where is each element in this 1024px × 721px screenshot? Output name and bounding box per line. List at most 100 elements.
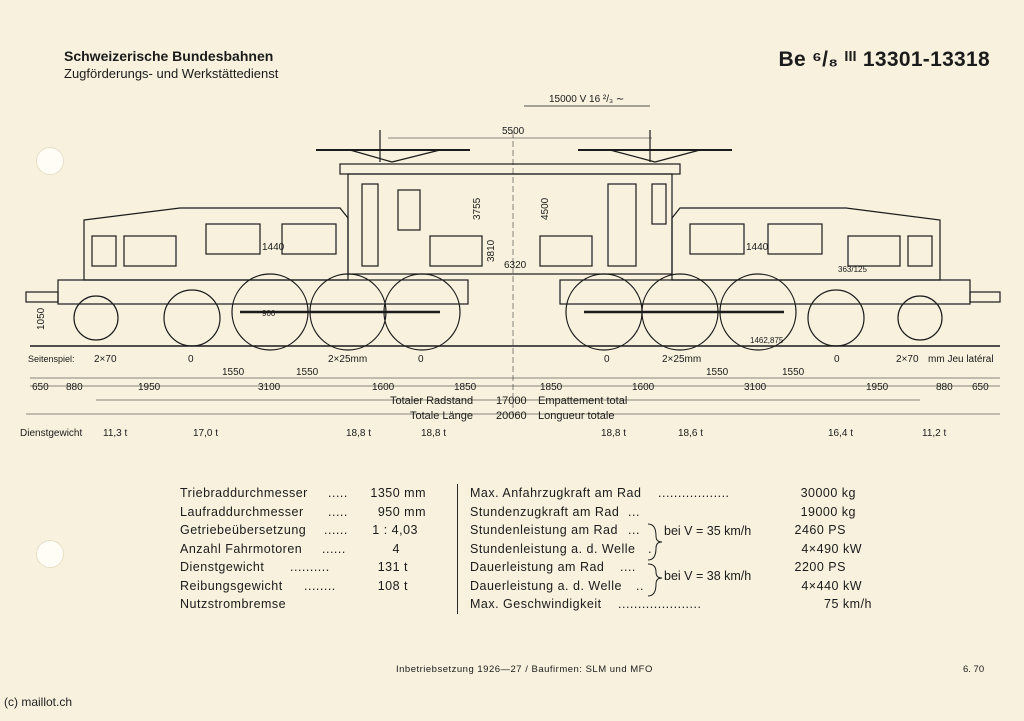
axle-weight-2: 17,0 t [193, 428, 219, 439]
side-play-4: 0 [418, 354, 424, 365]
length-label: Totale Länge [410, 410, 473, 422]
spec-value: 131 t [377, 560, 408, 574]
dim-row2-11: 880 [936, 382, 953, 393]
locomotive-drawing: 15000 V 16 ²/₃ ∼ 5500 3755 4500 3810 632… [25, 94, 1001, 422]
dim-row2-6: 1850 [454, 382, 477, 393]
spec-value: 950 mm [377, 504, 426, 519]
dim-row2-12: 650 [972, 382, 989, 393]
dim-row2-5: 1600 [372, 382, 395, 393]
dim-row2-2: 880 [66, 382, 83, 393]
frame-right [559, 279, 971, 305]
spec-dots: ........ [304, 578, 336, 593]
spec-value: 2460 PS [794, 523, 846, 537]
spec-row: Stundenzugkraft am Rad ... 19000 kg [470, 505, 880, 524]
spec-row: Dienstgewicht .......... 131 t [180, 560, 450, 579]
spec-divider [457, 484, 458, 614]
spec-row: Nutzstrombremse [180, 597, 450, 616]
spec-row: Getriebeübersetzung ...... 1 : 4,03 [180, 523, 450, 542]
spec-label: Dienstgewicht [180, 560, 265, 574]
dim-row2-10: 1950 [866, 382, 889, 393]
spec-row: Stundenleistung am Rad ... 2460 PS [470, 523, 880, 542]
side-play-6: 2×25mm [662, 354, 701, 365]
pantograph-right [578, 130, 732, 163]
dim-row2-7: 1850 [540, 382, 563, 393]
dim-1050: 1050 [36, 307, 47, 330]
spec-value: 75 km/h [824, 597, 872, 611]
spec-dots: ... [628, 523, 640, 537]
spec-table-right: Max. Anfahrzugkraft am Rad .............… [470, 486, 880, 616]
org-name: Schweizerische Bundesbahnen [64, 48, 274, 64]
dim-row2-1: 650 [32, 382, 49, 393]
length-value: 20060 [496, 410, 527, 422]
voltage-label: 15000 V 16 ²/₃ ∼ [549, 94, 624, 105]
dim-1550-a: 1550 [222, 367, 245, 378]
wheel-1 [163, 289, 221, 347]
axle-weight-7: 16,4 t [828, 428, 854, 439]
dim-row2-3: 1950 [138, 382, 161, 393]
dim-3755: 3755 [472, 197, 483, 220]
spec-row: Laufraddurchmesser ..... 950 mm [180, 505, 450, 524]
spec-row: Reibungsgewicht ........ 108 t [180, 579, 450, 598]
dim-1440-right: 1440 [746, 242, 769, 253]
axle-weight-4: 18,8 t [421, 428, 447, 439]
spec-value: 4 [392, 541, 400, 556]
side-play-8: 2×70 [896, 354, 919, 365]
spec-value: 108 t [377, 578, 408, 593]
department-name: Zugförderungs- und Werkstättedienst [64, 66, 279, 81]
dim-row2-8: 1600 [632, 382, 655, 393]
side-play-3: 2×25mm [328, 354, 367, 365]
wheelbase-label: Totaler Radstand [390, 395, 473, 407]
pantograph-left [316, 130, 470, 163]
side-play-5: 0 [604, 354, 610, 365]
spec-row: Dauerleistung a. d. Welle .. 4×440 kW [470, 579, 880, 598]
axle-weight-1: 11,3 t [103, 428, 128, 439]
spec-value: 19000 kg [800, 504, 856, 519]
frame-left [57, 279, 469, 305]
brace-1-text: bei V = 35 km/h [664, 524, 752, 538]
spec-dots: .. [636, 578, 644, 593]
spec-dots: ..... [328, 504, 348, 519]
spec-label: Dauerleistung a. d. Welle [470, 578, 622, 593]
spec-label: Stundenleistung a. d. Welle [470, 541, 636, 556]
spec-dots: .................. [658, 486, 730, 500]
spec-label: Getriebeübersetzung [180, 523, 307, 537]
spec-label: Triebraddurchmesser [180, 486, 308, 500]
wheelbase-value: 17000 [496, 395, 527, 407]
wheel-8 [807, 289, 865, 347]
axle-weight-5: 18,8 t [601, 428, 627, 439]
spec-dots: ..... [328, 486, 348, 500]
date-label: 6. 70 [963, 664, 985, 675]
spec-label: Reibungsgewicht [180, 578, 283, 593]
spec-value: 1350 mm [370, 486, 426, 500]
punch-hole-top [36, 147, 64, 175]
dim-6320: 6320 [504, 260, 527, 271]
spec-dots: ..................... [618, 597, 702, 611]
spec-dots: .... [620, 560, 636, 574]
spec-label: Dauerleistung am Rad [470, 560, 605, 574]
side-play-7: 0 [834, 354, 840, 365]
wheelbase-fr: Empattement total [538, 395, 627, 407]
dim-1550-d: 1550 [782, 367, 805, 378]
spec-label: Nutzstrombremse [180, 597, 287, 611]
spec-dots: . [648, 541, 652, 556]
spec-table-left: Triebraddurchmesser ..... 1350 mm Laufra… [180, 486, 450, 616]
spec-label: Stundenzugkraft am Rad [470, 504, 620, 519]
side-play-2: 0 [188, 354, 194, 365]
spec-dots: ... [628, 504, 640, 519]
spec-row: Stundenleistung a. d. Welle . 4×490 kW [470, 542, 880, 561]
dim-1550-b: 1550 [296, 367, 319, 378]
spec-value: 1 : 4,03 [372, 523, 418, 537]
spec-dots: .......... [290, 560, 330, 574]
spec-value: 4×490 kW [801, 541, 862, 556]
spec-label: Max. Anfahrzugkraft am Rad [470, 486, 642, 500]
dim-4500: 4500 [540, 197, 551, 220]
dim-3810: 3810 [486, 239, 497, 262]
footer-note: Inbetriebsetzung 1926—27 / Baufirmen: SL… [396, 664, 653, 675]
spec-label: Anzahl Fahrmotoren [180, 541, 303, 556]
spec-row: Max. Anfahrzugkraft am Rad .............… [470, 486, 880, 505]
spec-label: Laufraddurchmesser [180, 504, 304, 519]
spec-row: Anzahl Fahrmotoren ...... 4 [180, 542, 450, 561]
dim-1550-c: 1550 [706, 367, 729, 378]
side-play-label: Seitenspiel: [28, 354, 75, 364]
cab-roof [339, 163, 681, 175]
